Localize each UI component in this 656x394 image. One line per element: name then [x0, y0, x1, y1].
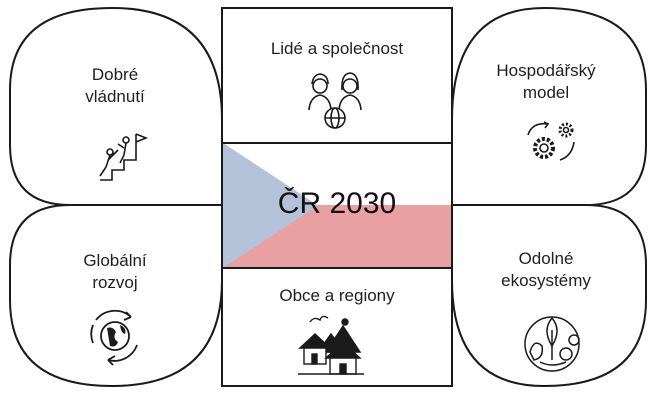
gears-icon [527, 121, 575, 161]
globe-cycle-icon [90, 309, 138, 366]
label-hospodarsky-model: Hospodářský model [496, 61, 596, 103]
ecosystem-icon [524, 316, 580, 372]
petal-bottom-right [451, 204, 647, 388]
label-dobre-vladnuti: Dobré vládnutí [85, 65, 145, 107]
petal-top-right [451, 6, 647, 206]
label-odolne-ekosystemy: Odolné ekosystémy [501, 249, 591, 291]
petal-top-left [9, 6, 223, 206]
label-globalni-rozvoj: Globální rozvoj [83, 251, 147, 293]
people-globe-icon [308, 72, 362, 129]
center-title: ČR 2030 [277, 187, 397, 220]
climbing-people-flag-icon [99, 133, 149, 181]
petal-bottom-left [9, 204, 223, 388]
flag-blue-triangle [223, 143, 318, 268]
czech-flag [223, 143, 451, 268]
village-icon [298, 315, 364, 375]
label-obce-a-regiony: Obce a regiony [279, 286, 395, 305]
label-lide-a-spolecnost: Lidé a společnost [270, 39, 404, 58]
